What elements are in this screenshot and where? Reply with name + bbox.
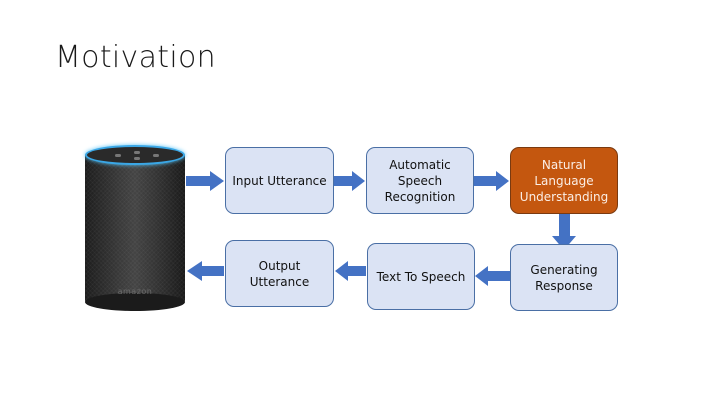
arrow-input-to-asr [334,171,365,191]
arrow-output-to-speaker [187,261,224,281]
text-to-speech-label: Text To Speech [376,269,466,284]
generating-response-box: Generating Response [510,244,618,311]
arrow-asr-to-nlu [474,171,509,191]
asr-label: Automatic Speech Recognition [384,157,456,204]
amazon-logo: amazon [117,287,153,296]
arrow-speaker-to-input [186,171,224,191]
arrow-nlu-to-response [552,214,576,250]
nlu-label: Natural Language Understanding [519,157,609,204]
asr-box: Automatic Speech Recognition [366,147,474,214]
output-utterance-box: Output Utterance [225,240,334,307]
arrow-response-to-tts [475,266,510,286]
nlu-box: Natural Language Understanding [510,147,618,214]
input-utterance-label: Input Utterance [232,173,327,188]
arrow-tts-to-output [335,261,366,281]
text-to-speech-box: Text To Speech [367,243,475,310]
slide-title: Motivation [55,40,216,75]
input-utterance-box: Input Utterance [225,147,334,214]
output-utterance-label: Output Utterance [249,258,310,289]
generating-response-label: Generating Response [530,262,598,293]
echo-speaker-icon: amazon [85,145,185,311]
